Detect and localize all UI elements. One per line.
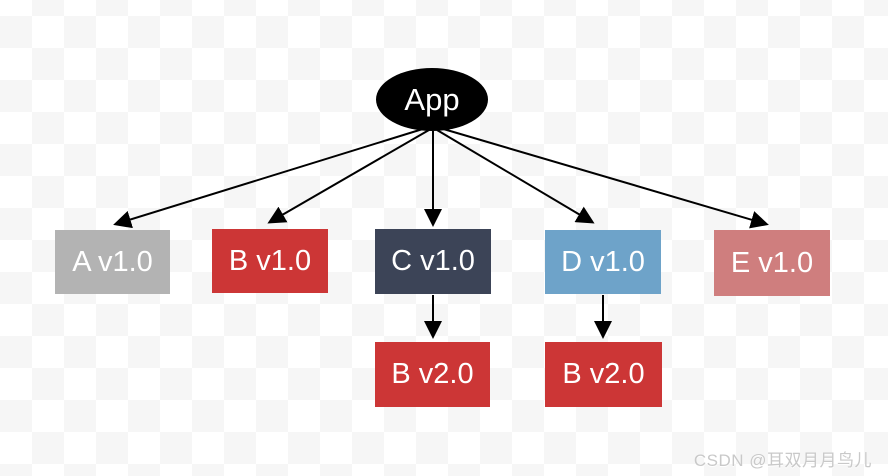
edge-app-a xyxy=(113,127,427,229)
csdn-watermark: CSDN @耳双月月鸟儿 xyxy=(693,451,872,470)
edge-app-e xyxy=(439,127,769,229)
node-app: App xyxy=(376,68,488,131)
node-b-v2-left: B v2.0 xyxy=(375,342,490,407)
node-b-v2-right: B v2.0 xyxy=(545,342,662,407)
node-e-v1: E v1.0 xyxy=(714,230,830,296)
edge-app-b xyxy=(267,129,430,224)
node-b-v1: B v1.0 xyxy=(212,229,328,293)
node-d-v1: D v1.0 xyxy=(545,230,661,294)
node-c-v1: C v1.0 xyxy=(375,229,491,294)
node-a-v1: A v1.0 xyxy=(55,230,170,294)
edge-app-d xyxy=(436,129,595,224)
